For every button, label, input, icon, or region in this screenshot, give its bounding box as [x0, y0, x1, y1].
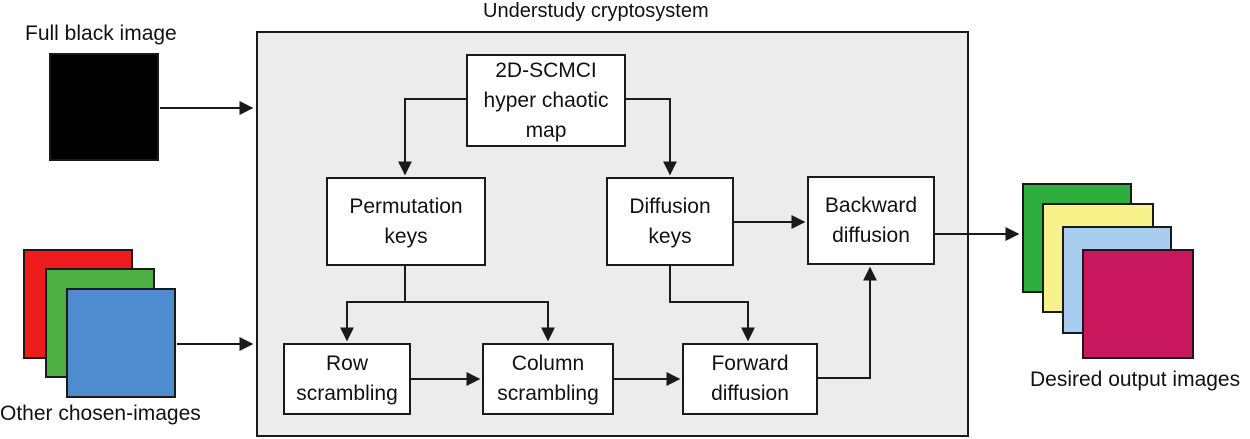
chosen-images-label: Other chosen-images: [0, 402, 201, 425]
chaotic-map-node: 2D-SCMCI hyper chaotic map: [466, 54, 626, 147]
row-scrambling-label: Row scrambling: [296, 352, 398, 405]
arrow-diffusion-to-forward: [669, 266, 755, 342]
output-label: Desired output images: [1030, 368, 1241, 391]
arrow-forward-to-backward: [818, 266, 877, 379]
column-scrambling-label: Column scrambling: [497, 352, 599, 405]
diagram-title: Understudy cryptosystem: [483, 0, 709, 22]
arrow-permutation-to-column: [405, 301, 555, 342]
permutation-keys-label: Permutation keys: [349, 194, 463, 248]
arrow-map-to-permutation: [398, 98, 466, 176]
permutation-keys-node: Permutation keys: [326, 177, 486, 266]
black-image-label: Full black image: [25, 22, 177, 45]
forward-diffusion-label: Forward diffusion: [711, 352, 789, 405]
input-image-blue: [66, 288, 176, 398]
column-scrambling-node: Column scrambling: [482, 343, 614, 415]
arrow-permutation-to-row: [340, 301, 405, 342]
arrow-map-to-diffusion: [626, 98, 677, 176]
diffusion-keys-label: Diffusion keys: [629, 194, 711, 248]
diffusion-keys-node: Diffusion keys: [606, 177, 734, 266]
row-scrambling-node: Row scrambling: [283, 343, 411, 415]
forward-diffusion-node: Forward diffusion: [682, 343, 818, 415]
black-image: [49, 53, 159, 161]
chaotic-map-label: 2D-SCMCI hyper chaotic map: [483, 58, 609, 142]
output-image-magenta: [1082, 249, 1194, 359]
backward-diffusion-label: Backward diffusion: [824, 193, 918, 247]
backward-diffusion-node: Backward diffusion: [807, 176, 935, 265]
